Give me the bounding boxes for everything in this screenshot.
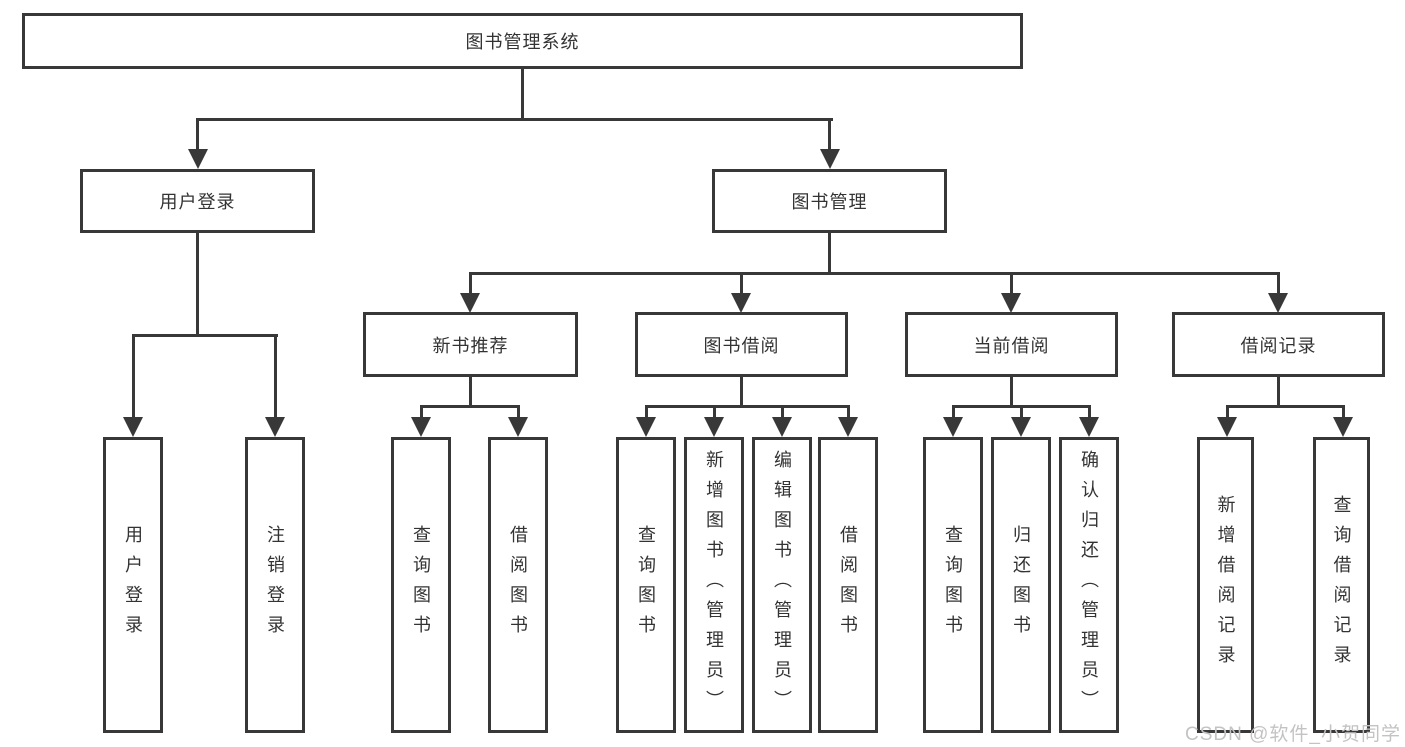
edge-current-borrow-stem: [1010, 377, 1013, 408]
arrow-down-icon: [411, 417, 431, 437]
arrow-down-icon: [508, 417, 528, 437]
arrow-down-icon: [943, 417, 963, 437]
edge-drop-current-borrow: [1010, 272, 1013, 295]
arrow-down-icon: [1079, 417, 1099, 437]
arrow-down-icon: [1001, 293, 1021, 313]
edge-book-borrow-stem: [740, 377, 743, 408]
leaf-user-login: 用户登录: [103, 437, 163, 733]
edge-borrow-records-bus: [1226, 405, 1345, 408]
edge-new-book-bus: [420, 405, 520, 408]
node-current-borrow: 当前借阅: [905, 312, 1118, 377]
edge-drop: [781, 405, 784, 419]
arrow-down-icon: [123, 417, 143, 437]
edge-drop: [645, 405, 648, 419]
node-root-library-system: 图书管理系统: [22, 13, 1023, 69]
edge-drop-book-borrow: [740, 272, 743, 295]
leaf-query-books-borrow: 查询图书: [616, 437, 676, 733]
node-borrow-records: 借阅记录: [1172, 312, 1385, 377]
edge-book-management-bus: [469, 272, 1280, 275]
edge-user-login-stem: [196, 233, 199, 337]
leaf-return-books: 归还图书: [991, 437, 1051, 733]
node-user-login: 用户登录: [80, 169, 315, 233]
edge-root-bus: [196, 118, 833, 121]
edge-drop-book-management: [828, 118, 831, 152]
edge-drop: [847, 405, 850, 419]
leaf-query-borrow-record: 查询借阅记录: [1313, 437, 1370, 733]
arrow-down-icon: [265, 417, 285, 437]
leaf-confirm-return-admin: 确认归还（管理员）: [1059, 437, 1119, 733]
leaf-add-books-admin: 新增图书（管理员）: [684, 437, 744, 733]
node-new-book-recommend: 新书推荐: [363, 312, 578, 377]
edge-new-book-stem: [469, 377, 472, 408]
edge-drop-leaf-logout: [274, 334, 277, 419]
arrow-down-icon: [1268, 293, 1288, 313]
edge-drop: [517, 405, 520, 419]
edge-drop-new-book: [469, 272, 472, 295]
arrow-down-icon: [704, 417, 724, 437]
arrow-down-icon: [188, 149, 208, 169]
csdn-watermark: CSDN @软件_小贺同学: [1185, 724, 1401, 745]
edge-user-login-bus: [132, 334, 278, 337]
arrow-down-icon: [820, 149, 840, 169]
arrow-down-icon: [636, 417, 656, 437]
edge-book-management-stem: [828, 233, 831, 274]
arrow-down-icon: [1011, 417, 1031, 437]
edge-drop: [420, 405, 423, 419]
node-book-borrow: 图书借阅: [635, 312, 848, 377]
edge-drop: [1088, 405, 1091, 419]
edge-borrow-records-stem: [1277, 377, 1280, 408]
leaf-logout-login: 注销登录: [245, 437, 305, 733]
leaf-borrow-books-recommend: 借阅图书: [488, 437, 548, 733]
edge-drop: [713, 405, 716, 419]
edge-root-stem: [521, 69, 524, 121]
arrow-down-icon: [731, 293, 751, 313]
edge-drop: [1020, 405, 1023, 419]
leaf-edit-books-admin: 编辑图书（管理员）: [752, 437, 812, 733]
edge-drop: [952, 405, 955, 419]
edge-drop: [1226, 405, 1229, 419]
leaf-query-books-recommend: 查询图书: [391, 437, 451, 733]
arrow-down-icon: [1217, 417, 1237, 437]
edge-book-borrow-bus: [645, 405, 850, 408]
edge-drop: [1342, 405, 1345, 419]
leaf-add-borrow-record: 新增借阅记录: [1197, 437, 1254, 733]
arrow-down-icon: [772, 417, 792, 437]
edge-drop-borrow-records: [1277, 272, 1280, 295]
arrow-down-icon: [460, 293, 480, 313]
leaf-borrow-books: 借阅图书: [818, 437, 878, 733]
edge-drop-user-login: [196, 118, 199, 152]
leaf-query-books-current: 查询图书: [923, 437, 983, 733]
node-book-management: 图书管理: [712, 169, 947, 233]
edge-drop-leaf-user-login: [132, 334, 135, 419]
arrow-down-icon: [1333, 417, 1353, 437]
arrow-down-icon: [838, 417, 858, 437]
